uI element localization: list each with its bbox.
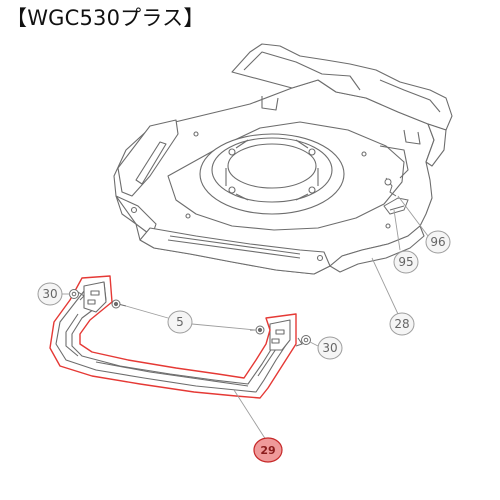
callout-30-right-label: 30 xyxy=(322,341,337,355)
nut-right-part-30[interactable] xyxy=(295,335,311,347)
callout-28: 28 xyxy=(389,312,415,336)
callout-5: 5 xyxy=(167,310,193,334)
front-handle-bar-part-29[interactable] xyxy=(55,281,291,393)
bolt-right-part-5[interactable] xyxy=(250,325,265,335)
mower-deck-part-28[interactable] xyxy=(113,43,453,275)
callout-28-label: 28 xyxy=(394,317,409,331)
nut-left-part-30[interactable] xyxy=(69,289,85,301)
callout-95-label: 95 xyxy=(398,255,413,269)
callout-96-label: 96 xyxy=(430,235,445,249)
callout-30-left: 30 xyxy=(37,282,63,306)
callout-30-right: 30 xyxy=(317,336,343,360)
bolt-left-part-5[interactable] xyxy=(111,299,127,309)
callout-96: 96 xyxy=(425,230,451,254)
part-29-highlight-outline xyxy=(49,275,297,399)
callout-30-left-label: 30 xyxy=(42,287,57,301)
callout-95: 95 xyxy=(393,250,419,274)
callout-5-label: 5 xyxy=(176,315,184,329)
diagram-title: 【WGC530プラス】 xyxy=(6,6,205,30)
leader-lines xyxy=(62,195,429,441)
callout-29-label: 29 xyxy=(260,444,275,457)
callout-29-highlighted[interactable]: 29 xyxy=(253,437,283,463)
